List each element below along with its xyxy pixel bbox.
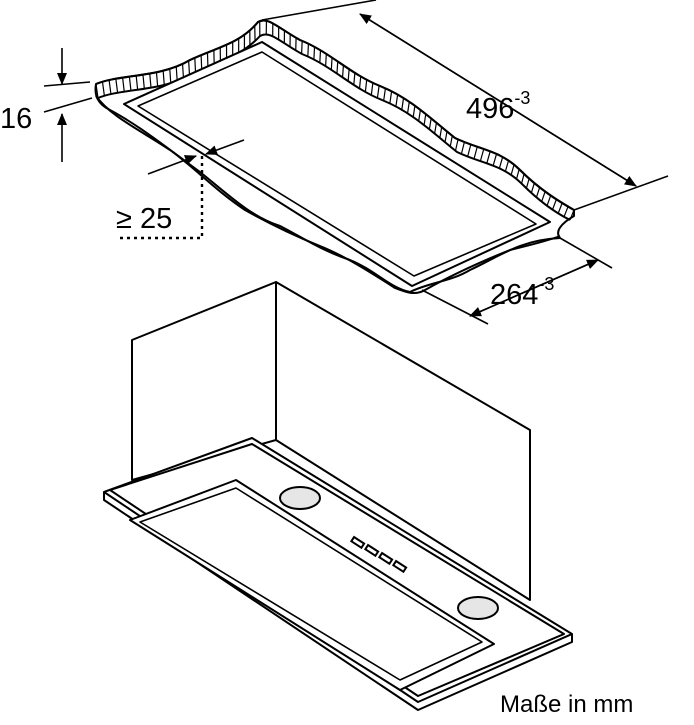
dimension-thickness-label: 16 (0, 103, 32, 135)
dimension-width-value: 264 (490, 279, 538, 311)
hatch-mark (314, 47, 315, 60)
dimension-thickness (44, 48, 92, 162)
hatch-mark (195, 58, 196, 73)
hatch-mark (308, 44, 309, 57)
dimension-length-value: 496 (466, 93, 514, 125)
units-note: Maße in mm (500, 691, 633, 718)
hatch-mark (331, 58, 332, 70)
lamp-left-icon (280, 487, 320, 509)
hatch-mark (343, 65, 344, 77)
hatch-mark (302, 41, 303, 54)
hatch-mark (201, 55, 202, 69)
hood-unit (104, 282, 572, 710)
hatch-mark (326, 54, 327, 66)
hatch-mark (337, 61, 338, 73)
dimension-length-label: 496-3 (466, 88, 530, 125)
ceiling-panel (96, 20, 574, 293)
dimension-min-edge-label: ≥ 25 (116, 203, 172, 235)
dimension-width-tolerance: -3 (538, 274, 554, 294)
lamp-right-icon (458, 597, 498, 619)
dimension-length-tolerance: -3 (514, 88, 530, 108)
hatch-mark (320, 50, 321, 62)
dimension-width-label: 264-3 (490, 274, 554, 311)
